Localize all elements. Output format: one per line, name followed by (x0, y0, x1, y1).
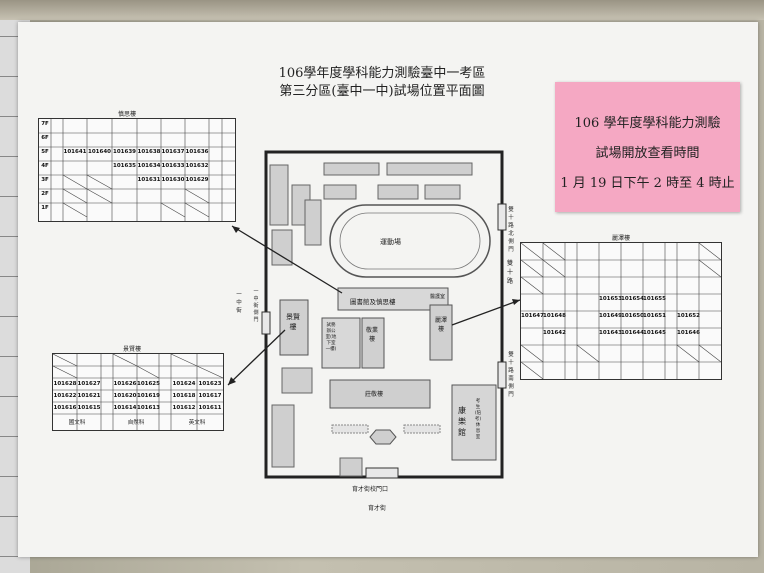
floor-label: 4F (41, 163, 49, 169)
room-number: 101637 (161, 149, 185, 155)
notice-line1: 106 學年度學科能力測驗 (574, 116, 721, 131)
jingye-label: 敬業樓 (365, 327, 378, 343)
board-top-frame (0, 0, 764, 20)
lize-label: 麗澤樓 (435, 317, 448, 333)
road-right-label: 雙十路 (506, 260, 513, 285)
shensi-building-table: 7F 6F 5F 4F 3F 2F 1F 101641 101640 10163… (38, 118, 236, 222)
room-number: 101618 (172, 393, 196, 399)
street-bottom-label: 育才街 (368, 505, 387, 512)
room-number: 101631 (137, 177, 161, 183)
room-number: 101611 (198, 405, 222, 411)
jingxian-title: 景賢樓 (123, 346, 142, 353)
floor-label: 7F (41, 121, 49, 127)
street-left-label: 一中街 (236, 292, 242, 314)
room-number: 101617 (198, 393, 222, 399)
room-number: 101645 (643, 330, 666, 336)
north-gate-label: 雙十路北側門 (508, 207, 514, 253)
room-number: 101628 (53, 381, 77, 387)
room-number: 101634 (137, 163, 161, 169)
room-number: 101613 (137, 405, 160, 411)
room-number: 101632 (185, 163, 209, 169)
room-number: 101623 (198, 381, 222, 387)
library-label: 圖書館及慎思樓 (350, 298, 396, 306)
kangle-label: 康樂館 (458, 406, 466, 437)
jingxian-label: 景賢樓 (286, 313, 300, 331)
room-number: 101650 (621, 313, 644, 319)
field-label: 運動場 (380, 238, 401, 246)
room-number: 101612 (172, 405, 196, 411)
floor-label: 6F (41, 135, 49, 141)
room-number: 101624 (172, 381, 196, 387)
room-number: 101625 (137, 381, 160, 387)
room-number: 101629 (185, 177, 209, 183)
room-number: 101651 (643, 313, 666, 319)
room-number: 101614 (113, 405, 137, 411)
room-number: 101639 (113, 149, 136, 155)
room-number: 101648 (543, 313, 566, 319)
lize-building-table: 101653 101654 101655 101647 101648 10164… (520, 242, 722, 380)
room-number: 101644 (621, 330, 644, 336)
room-number: 101640 (88, 149, 111, 155)
notice-line2: 試場開放查看時間 (595, 146, 700, 161)
room-number: 101643 (599, 330, 622, 336)
room-number: 101635 (113, 163, 136, 169)
room-number: 101636 (185, 149, 209, 155)
room-number: 101626 (113, 381, 137, 387)
subject-label: 自然科 (127, 420, 145, 426)
health-room-label: 醫護室 (430, 294, 446, 300)
poster-title-line1: 106學年度學科能力測驗臺中一考區 (278, 66, 486, 81)
room-number: 101647 (521, 313, 544, 319)
room-number: 101622 (53, 393, 77, 399)
room-number: 101615 (77, 405, 101, 411)
room-number: 101642 (543, 330, 566, 336)
room-number: 101638 (137, 149, 161, 155)
room-number: 101641 (63, 149, 87, 155)
admin-office-label: 試務辦公室(地下室一樓) (325, 323, 337, 352)
room-number: 101649 (599, 313, 622, 319)
room-number: 101655 (643, 296, 666, 302)
floor-label: 1F (41, 205, 49, 211)
subject-label: 英文科 (188, 420, 206, 426)
room-number: 101646 (677, 330, 700, 336)
room-number: 101653 (599, 296, 622, 302)
subject-label: 國文科 (68, 420, 86, 426)
room-number: 101630 (161, 177, 185, 183)
south-gate-label: 雙十路南側門 (508, 352, 514, 398)
room-number: 101616 (53, 405, 77, 411)
lize-title: 麗澤樓 (612, 235, 631, 242)
notice-line3: 1 月 19 日下午 2 時至 4 時止 (560, 176, 735, 191)
room-number: 101654 (621, 296, 644, 302)
floor-label: 2F (41, 191, 49, 197)
room-number: 101621 (77, 393, 101, 399)
room-number: 101652 (677, 313, 700, 319)
poster-title-line2: 第三分區(臺中一中)試場位置平面圖 (279, 84, 485, 99)
jingxian-building-table: 101628 101627 101626 101625 101624 10162… (52, 353, 224, 431)
room-number: 101620 (113, 393, 137, 399)
opening-hours-notice: 106 學年度學科能力測驗 試場開放查看時間 1 月 19 日下午 2 時至 4… (555, 82, 740, 212)
room-number: 101619 (137, 393, 160, 399)
zhuangjing-label: 莊敬樓 (365, 391, 384, 398)
room-number: 101633 (161, 163, 185, 169)
shensi-title: 慎思樓 (118, 111, 137, 118)
floor-label: 5F (41, 149, 49, 155)
room-number: 101627 (77, 381, 101, 387)
floor-label: 3F (41, 177, 49, 183)
main-gate-label: 育才街校門口 (352, 486, 389, 493)
west-gate-label: 一中街側門 (253, 289, 259, 323)
lounge-label: 考生(陪考)休息室 (474, 399, 482, 440)
